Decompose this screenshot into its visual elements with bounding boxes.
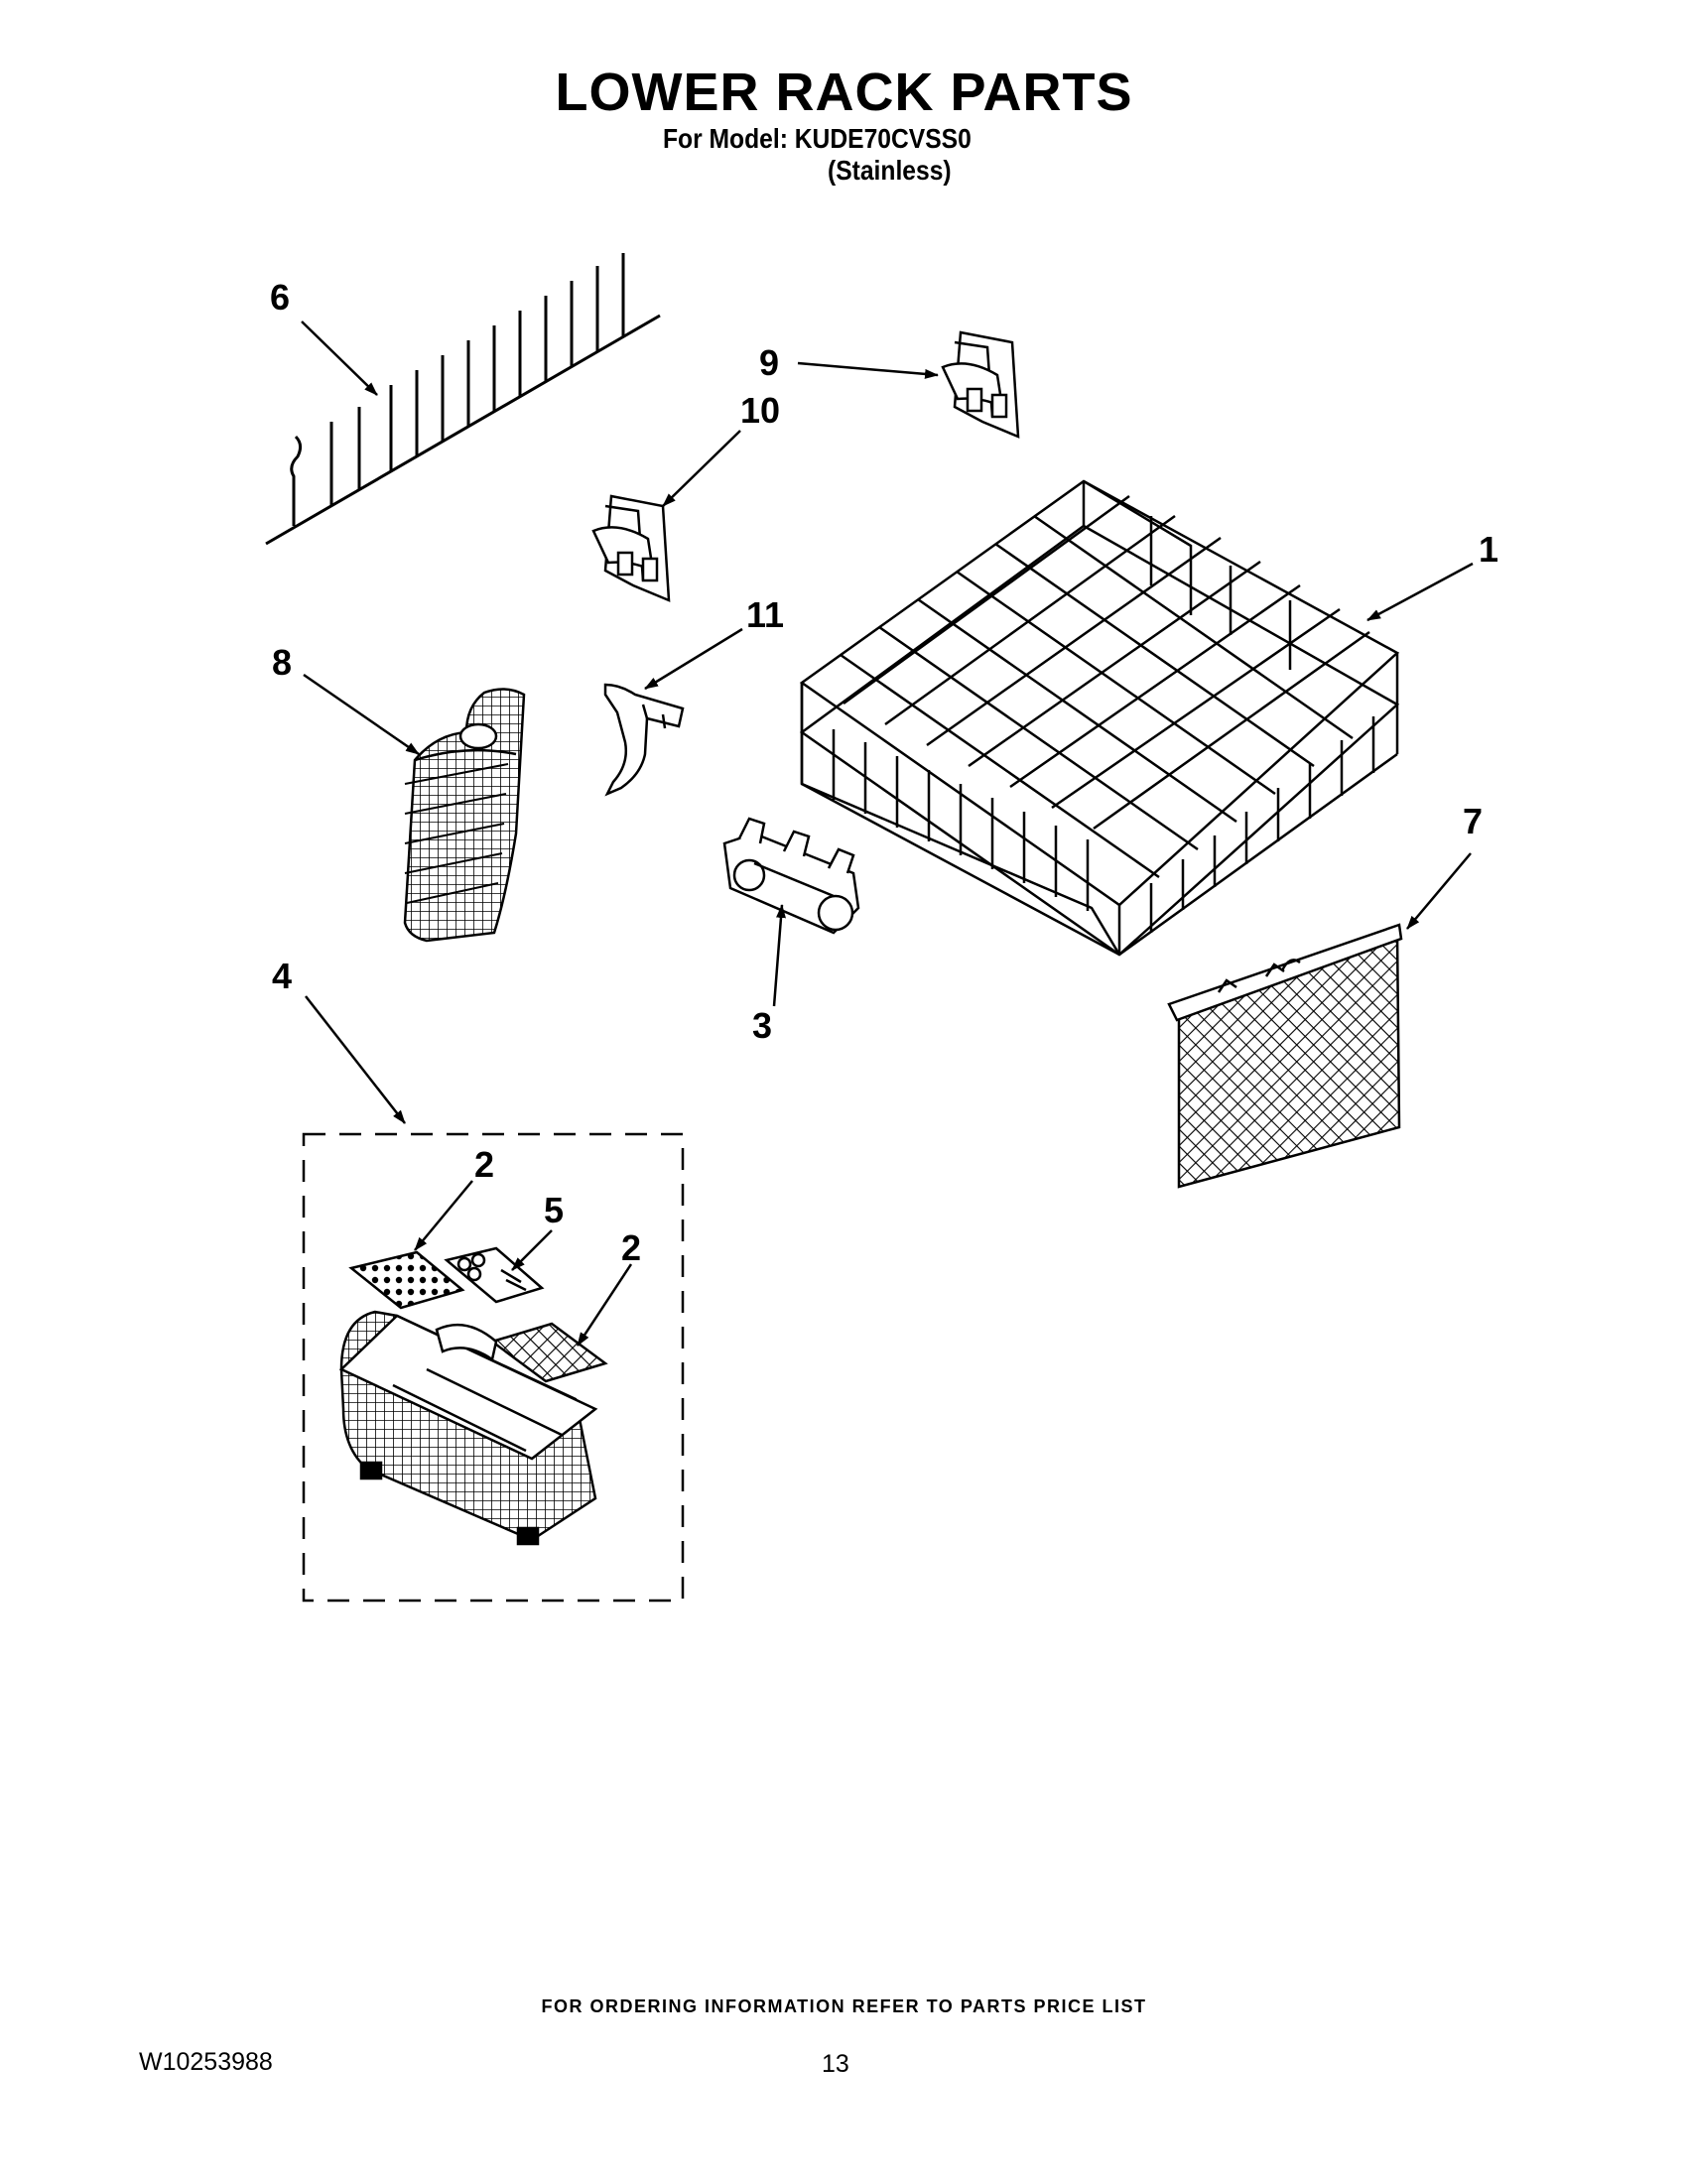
finish-line: (Stainless) [828,155,952,186]
model-line: For Model: KUDE70CVSS0 [663,123,972,154]
rack-panel-part-7 [1167,923,1403,1189]
tine-row-part [265,253,661,546]
roller-part-3 [722,817,860,935]
leader-lines [301,321,1474,1347]
basket-part-8 [403,688,526,943]
callout-6: 6 [270,277,290,318]
callout-11: 11 [746,594,784,635]
page-title: LOWER RACK PARTS [555,63,1133,122]
basket-assembly-box [302,1132,685,1603]
callout-9: 9 [759,342,779,383]
callout-7: 7 [1463,801,1483,841]
document-number: W10253988 [139,2048,273,2076]
callout-10: 10 [740,390,780,431]
callout-8: 8 [272,642,292,683]
clip-part-9 [941,330,1020,439]
callout-2a: 2 [474,1144,494,1185]
cover-part-5 [444,1246,545,1304]
lower-rack-part [799,479,1400,957]
cover-part-2b [489,1322,608,1383]
ordering-note: FOR ORDERING INFORMATION REFER TO PARTS … [541,1996,1147,2016]
clip-part-10 [591,494,671,602]
cover-part-2a [348,1250,465,1310]
callout-3: 3 [752,1005,772,1046]
page-number: 13 [822,2050,849,2078]
silverware-basket [338,1310,598,1546]
callout-4: 4 [272,956,292,996]
callout-5: 5 [544,1190,564,1230]
callout-2b: 2 [621,1227,641,1268]
clip-part-11 [603,683,685,797]
callout-1: 1 [1479,529,1498,570]
